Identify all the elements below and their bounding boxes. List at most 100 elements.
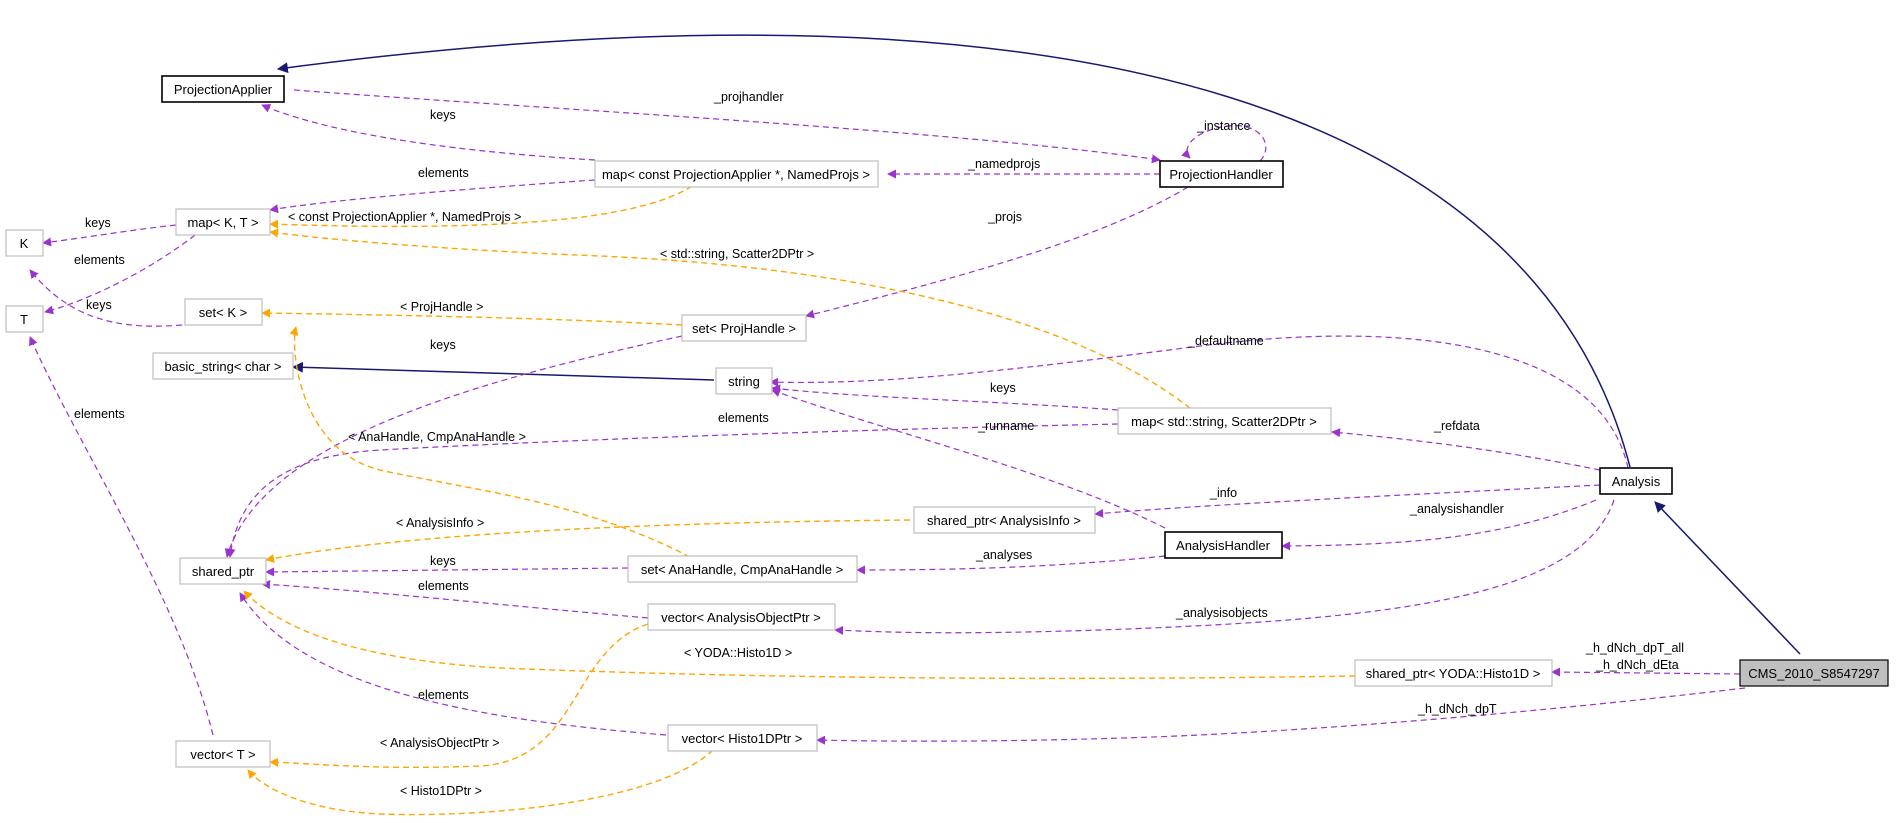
edge-h-dnch-dpt [816,687,1746,745]
node-cms-2010-s8547297[interactable]: CMS_2010_S8547297 [1739,659,1889,687]
node-vector-histo1dptr[interactable]: vector< Histo1DPtr > [667,724,818,752]
node-label: Analysis [1612,474,1661,489]
edge-template-aop [269,623,649,769]
edge-elements-anahandle [226,423,1119,558]
edge-projs [805,186,1189,319]
edge-runname [771,388,1166,529]
edge-label: elements [718,411,769,425]
node-label: map< const ProjectionApplier *, NamedPro… [602,167,870,182]
edge-analysisobjects [834,499,1615,635]
edge-histo-member [1551,667,1741,677]
edge-template-analysisinfo [265,519,911,563]
edge-elements-vector-t [29,336,214,736]
edge-elements-t [44,234,196,315]
edge-label: keys [990,381,1016,395]
edges [29,34,1801,816]
node-label: ProjectionApplier [174,82,273,97]
edge-label: keys [85,216,111,230]
node-label: vector< T > [190,747,255,762]
edge-string-to-basic-string [291,361,715,381]
edge-labels: _projhandler keys _instance elements _na… [74,90,1684,798]
node-basic-string[interactable]: basic_string< char > [152,352,294,380]
node-t[interactable]: T [5,305,44,333]
node-map-k-t[interactable]: map< K, T > [175,208,271,236]
node-label: basic_string< char > [164,359,281,374]
edge-label: _defaultname [1187,334,1264,348]
node-vector-t[interactable]: vector< T > [175,740,271,768]
edge-template-histo1dptr [247,749,714,816]
node-label: string [728,374,760,389]
node-label: shared_ptr [192,564,255,579]
node-label: T [20,312,28,327]
edge-elements-map-kt [269,179,596,214]
edge-label: elements [418,166,469,180]
edge-label: elements [418,579,469,593]
edge-label: _analysishandler [1409,502,1504,516]
node-shared-ptr[interactable]: shared_ptr [179,557,267,585]
edge-analyses [856,555,1166,575]
edge-refdata [1331,428,1601,471]
node-k[interactable]: K [5,229,44,257]
edge-label: _info [1209,486,1237,500]
edge-analysis-to-projection-applier [276,34,1631,468]
edge-label: keys [430,108,456,122]
edge-label: elements [418,688,469,702]
node-label: shared_ptr< AnalysisInfo > [927,513,1081,528]
node-set-anahandle-cmpanahandle[interactable]: set< AnaHandle, CmpAnaHandle > [627,555,858,583]
edge-label: _projs [987,210,1022,224]
node-set-projhandle[interactable]: set< ProjHandle > [681,314,807,342]
edge-label: elements [74,253,125,267]
edge-template-yoda-histo [243,590,1356,680]
node-map-string-scatter[interactable]: map< std::string, Scatter2DPtr > [1117,407,1332,435]
node-shared-ptr-analysisinfo[interactable]: shared_ptr< AnalysisInfo > [913,506,1096,534]
edge-label: keys [86,298,112,312]
node-string[interactable]: string [715,367,773,395]
edge-label: < AnaHandle, CmpAnaHandle > [348,430,526,444]
edge-elements-aop [261,580,649,619]
node-vector-analysisobjectptr[interactable]: vector< AnalysisObjectPtr > [647,603,836,631]
edge-keys-anahandle [265,567,629,577]
edge-label: _analysisobjects [1175,606,1268,620]
edge-label: < const ProjectionApplier *, NamedProjs … [288,210,521,224]
node-shared-ptr-yoda-histo1d[interactable]: shared_ptr< YODA::Histo1D > [1354,659,1553,687]
node-analysis-handler[interactable]: AnalysisHandler [1164,531,1283,559]
edge-instance [1181,124,1267,162]
nodes: ProjectionApplier map< const ProjectionA… [5,75,1889,768]
edge-label: _namedprojs [967,157,1040,171]
node-label: set< ProjHandle > [692,321,796,336]
node-set-k[interactable]: set< K > [184,298,263,326]
node-label: set< AnaHandle, CmpAnaHandle > [641,562,843,577]
edge-label: elements [74,407,125,421]
edge-label: _runname [977,419,1034,433]
edge-label: keys [430,338,456,352]
node-label: CMS_2010_S8547297 [1748,666,1880,681]
edge-label: _analyses [975,548,1032,562]
node-label: map< K, T > [187,215,258,230]
node-label: K [20,236,29,251]
node-label: shared_ptr< YODA::Histo1D > [1366,666,1541,681]
edge-elements-histo [239,592,667,736]
node-label: ProjectionHandler [1169,167,1273,182]
edge-label: < Histo1DPtr > [400,784,482,798]
node-label: set< K > [199,305,247,320]
edge-analysishandler [1281,499,1597,551]
edge-cms-to-analysis [1654,501,1801,655]
edge-label: < AnalysisObjectPtr > [380,736,500,750]
edge-label: < YODA::Histo1D > [684,646,792,660]
node-analysis[interactable]: Analysis [1599,467,1673,495]
node-map-projection-applier-namedprojs[interactable]: map< const ProjectionApplier *, NamedPro… [594,160,879,188]
node-projection-handler[interactable]: ProjectionHandler [1159,160,1284,188]
edge-defaultname [769,335,1629,469]
edge-label: _instance [1196,119,1251,133]
edge-template-projhandle [261,308,683,326]
edge-keys-k [42,224,177,247]
edge-projhandler [293,89,1161,164]
edge-label: < ProjHandle > [400,300,483,314]
edge-label: < std::string, Scatter2DPtr > [660,247,814,261]
node-projection-applier[interactable]: ProjectionApplier [161,75,285,103]
edge-keys-set-k [29,269,183,327]
edge-label: keys [430,554,456,568]
edge-keys-projection-applier [261,104,596,161]
edge-label: < AnalysisInfo > [396,516,484,530]
